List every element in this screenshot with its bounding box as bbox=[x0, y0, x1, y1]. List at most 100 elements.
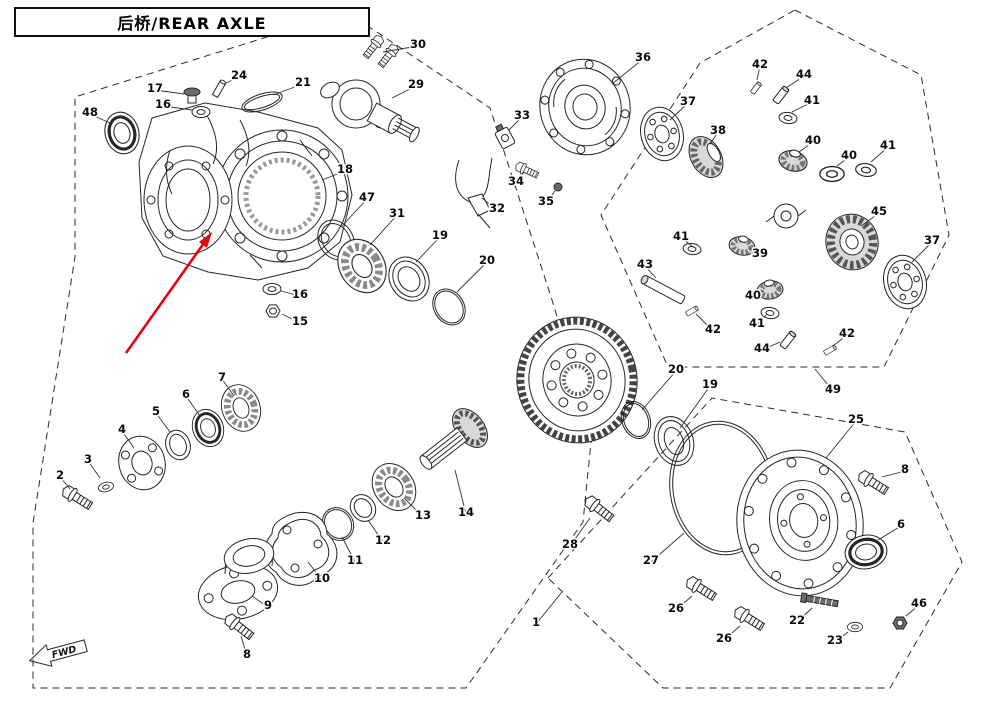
svg-text:26: 26 bbox=[716, 631, 732, 645]
callout-34: 34 bbox=[506, 171, 526, 190]
svg-text:14: 14 bbox=[458, 505, 474, 519]
page-title: 后桥/REAR AXLE bbox=[117, 14, 267, 33]
part-washer-16 bbox=[262, 283, 282, 295]
callout-49: 49 bbox=[814, 368, 843, 398]
callout-8: 8 bbox=[240, 635, 253, 663]
callout-46: 46 bbox=[905, 595, 929, 617]
part-wheel-hub-9 bbox=[197, 538, 279, 621]
callout-2: 2 bbox=[54, 467, 71, 490]
svg-text:22: 22 bbox=[789, 613, 805, 627]
callout-20: 20 bbox=[641, 361, 686, 411]
svg-text:38: 38 bbox=[710, 123, 726, 137]
svg-text:16: 16 bbox=[155, 97, 171, 111]
part-ring-12 bbox=[349, 494, 377, 522]
svg-text:6: 6 bbox=[182, 387, 190, 401]
part-bolt-28 bbox=[581, 492, 617, 525]
callout-42: 42 bbox=[832, 325, 857, 347]
part-washer-3 bbox=[96, 480, 116, 494]
callout-21: 21 bbox=[272, 74, 313, 96]
part-stud-24 bbox=[211, 79, 227, 99]
callout-31: 31 bbox=[369, 205, 407, 246]
part-pin-44 bbox=[772, 85, 790, 105]
svg-text:42: 42 bbox=[705, 322, 721, 336]
svg-text:27: 27 bbox=[643, 553, 659, 567]
part-spider-cross bbox=[765, 203, 807, 229]
callout-6: 6 bbox=[877, 516, 907, 541]
callout-22: 22 bbox=[787, 607, 813, 629]
callout-8: 8 bbox=[881, 461, 911, 478]
callout-16: 16 bbox=[153, 96, 193, 113]
callout-37: 37 bbox=[669, 93, 698, 121]
svg-text:19: 19 bbox=[432, 228, 448, 242]
svg-text:48: 48 bbox=[82, 105, 98, 119]
callout-29: 29 bbox=[391, 76, 426, 99]
svg-text:40: 40 bbox=[745, 288, 761, 302]
part-gear-housing bbox=[138, 102, 353, 281]
callout-5: 5 bbox=[150, 403, 171, 433]
svg-text:37: 37 bbox=[924, 233, 940, 247]
callout-16: 16 bbox=[280, 286, 310, 303]
svg-text:40: 40 bbox=[841, 148, 857, 162]
svg-text:39: 39 bbox=[752, 246, 768, 260]
callout-3: 3 bbox=[82, 451, 101, 479]
part-nut-46 bbox=[892, 616, 908, 630]
callout-43: 43 bbox=[635, 256, 657, 279]
svg-text:13: 13 bbox=[415, 508, 431, 522]
part-side-gear-38 bbox=[688, 136, 724, 178]
callout-18: 18 bbox=[321, 161, 355, 181]
pointer-arrow bbox=[124, 232, 212, 354]
callout-11: 11 bbox=[341, 536, 365, 569]
callout-41: 41 bbox=[671, 228, 693, 247]
part-thrust-washer-40 bbox=[819, 165, 845, 183]
callout-14: 14 bbox=[454, 469, 476, 521]
part-spacer-20 bbox=[620, 401, 652, 439]
part-pinion-shaft-43 bbox=[640, 274, 686, 305]
svg-text:34: 34 bbox=[508, 174, 524, 188]
part-race-19 bbox=[388, 256, 430, 302]
part-screw-22 bbox=[799, 592, 839, 608]
svg-text:4: 4 bbox=[118, 422, 126, 436]
callout-26: 26 bbox=[714, 625, 741, 647]
callout-40: 40 bbox=[798, 132, 823, 153]
svg-text:43: 43 bbox=[637, 257, 653, 271]
part-diff-carrier-36 bbox=[539, 58, 631, 156]
svg-text:11: 11 bbox=[347, 553, 363, 567]
svg-text:47: 47 bbox=[359, 190, 375, 204]
svg-text:23: 23 bbox=[827, 633, 843, 647]
svg-text:37: 37 bbox=[680, 94, 696, 108]
callout-37: 37 bbox=[911, 232, 942, 263]
part-bearing-carrier-29 bbox=[320, 79, 420, 143]
part-oil-seal-48 bbox=[98, 106, 146, 160]
callout-41: 41 bbox=[791, 92, 822, 113]
boundary-regions bbox=[32, 9, 963, 689]
callout-19: 19 bbox=[679, 376, 720, 429]
callout-35: 35 bbox=[536, 190, 556, 210]
svg-text:41: 41 bbox=[749, 316, 765, 330]
callout-48: 48 bbox=[80, 104, 113, 125]
svg-text:32: 32 bbox=[489, 201, 505, 215]
svg-text:44: 44 bbox=[796, 67, 812, 81]
part-washer-41 bbox=[777, 110, 799, 126]
part-pin-44 bbox=[779, 330, 797, 350]
svg-text:18: 18 bbox=[337, 162, 353, 176]
callout-19: 19 bbox=[415, 227, 450, 263]
housing-ribs bbox=[166, 111, 313, 269]
svg-text:31: 31 bbox=[389, 206, 405, 220]
svg-text:42: 42 bbox=[839, 326, 855, 340]
part-oring-20 bbox=[432, 288, 466, 326]
callout-33: 33 bbox=[508, 107, 532, 131]
part-shift-fork-32 bbox=[455, 157, 493, 229]
part-clip-33 bbox=[494, 123, 516, 150]
callout-41: 41 bbox=[870, 137, 898, 163]
svg-text:7: 7 bbox=[218, 370, 226, 384]
svg-text:41: 41 bbox=[804, 93, 820, 107]
fwd-indicator: FWD bbox=[28, 639, 88, 667]
part-ring-5 bbox=[165, 429, 191, 461]
svg-text:24: 24 bbox=[231, 68, 247, 82]
svg-text:9: 9 bbox=[264, 598, 272, 612]
svg-text:12: 12 bbox=[375, 533, 391, 547]
callout-25: 25 bbox=[825, 411, 866, 459]
callout-23: 23 bbox=[825, 632, 849, 649]
